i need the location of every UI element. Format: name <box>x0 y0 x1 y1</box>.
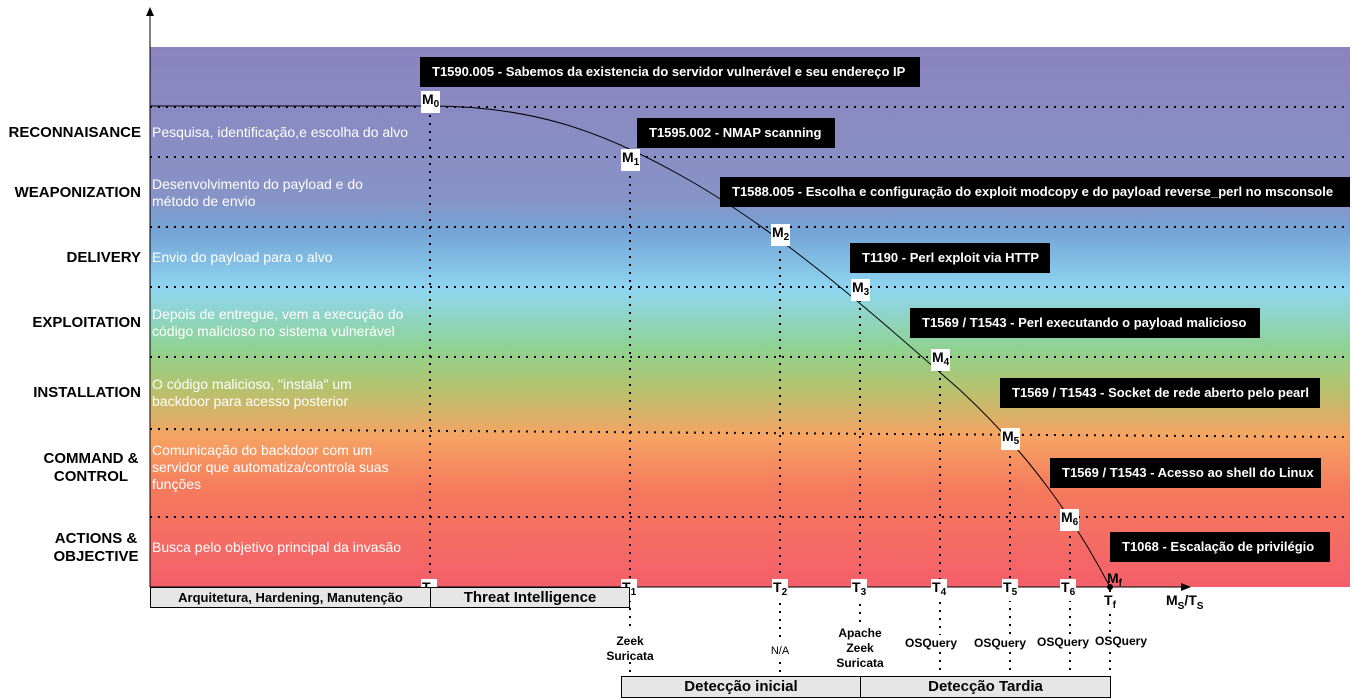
stage-label-delivery: DELIVERY <box>66 249 141 266</box>
phase-box-initial-detection: Detecção inicial <box>621 676 861 698</box>
stage-desc-weaponization: Desenvolvimento do payload e do método d… <box>152 176 363 209</box>
milestone-label-mf: Mf <box>1107 570 1123 589</box>
stage-label-reconnaissance: RECONNAISANCE <box>8 124 141 141</box>
technique-box-t1590: T1590.005 - Sabemos da existencia do ser… <box>420 57 920 87</box>
milestone-label-m6: M6 <box>1060 509 1080 531</box>
time-label-t6: T6 <box>1060 579 1077 601</box>
stage-desc-delivery: Envio do payload para o alvo <box>152 249 333 265</box>
stage-label-weaponization: WEAPONIZATION <box>14 184 141 201</box>
technique-box-t1569-socket: T1569 / T1543 - Socket de rede aberto pe… <box>1000 378 1320 408</box>
milestone-label-m4: M4 <box>931 349 951 371</box>
technique-box-t1569-perl: T1569 / T1543 - Perl executando o payloa… <box>910 308 1260 338</box>
phase-box-hardening: Arquitetura, Hardening, Manutenção <box>150 587 431 608</box>
milestone-label-m5: M5 <box>1001 428 1021 450</box>
technique-box-t1190: T1190 - Perl exploit via HTTP <box>850 243 1050 273</box>
stage-label-actions-objective: ACTIONS & OBJECTIVE <box>53 530 139 565</box>
stage-desc-command-control: Comunicação do backdoor com um servidor … <box>152 442 389 492</box>
x-axis-arrow <box>1181 583 1191 591</box>
technique-box-t1068: T1068 - Escalação de privilégio <box>1110 532 1330 562</box>
technique-box-t1595: T1595.002 - NMAP scanning <box>637 118 835 148</box>
x-axis-label: MS/TS <box>1166 592 1204 612</box>
phase-box-threat-intelligence: Threat Intelligence <box>430 587 630 608</box>
milestone-label-m0: M0 <box>421 91 441 113</box>
tool-label-t4: OSQuery <box>904 636 958 650</box>
time-label-t5: T5 <box>1002 579 1019 601</box>
tool-label-t6: OSQuery <box>1036 635 1090 649</box>
tool-label-t1: Zeek Suricata <box>606 634 654 663</box>
y-axis-arrow <box>146 7 154 16</box>
stage-desc-actions-objective: Busca pelo objetivo principal da invasão <box>152 539 402 555</box>
milestone-label-m2: M2 <box>771 224 791 246</box>
mf-point <box>1107 584 1113 590</box>
degradation-curve <box>429 105 1111 588</box>
milestone-label-m1: M1 <box>621 149 641 171</box>
tool-label-t3: Apache Zeek Suricata <box>836 626 884 670</box>
technique-box-t1588: T1588.005 - Escolha e configuração do ex… <box>720 177 1350 207</box>
stage-dividers <box>149 106 1351 518</box>
tool-label-tf: OSQuery <box>1094 634 1148 648</box>
stage-desc-exploitation: Depois de entregue, vem a execução do có… <box>152 306 404 339</box>
stage-label-exploitation: EXPLOITATION <box>32 314 141 331</box>
time-label-t3: T3 <box>851 579 868 601</box>
stage-desc-reconnaissance: Pesquisa, identificação,e escolha do alv… <box>152 124 409 140</box>
milestone-verticals <box>429 107 1111 676</box>
stage-label-installation: INSTALLATION <box>33 384 141 401</box>
tool-label-t2: N/A <box>770 645 790 657</box>
phase-box-late-detection: Detecção Tardia <box>860 676 1111 698</box>
technique-box-t1569-shell: T1569 / T1543 - Acesso ao shell do Linux <box>1050 458 1321 488</box>
time-label-t2: T2 <box>772 579 789 601</box>
milestone-label-m3: M3 <box>851 279 871 301</box>
stage-label-command-control: COMMAND & CONTROL <box>43 450 139 485</box>
stage-desc-installation: O código malicioso, "instala" um backdoo… <box>152 376 352 409</box>
time-label-t4: T4 <box>931 579 948 601</box>
tool-label-t5: OSQuery <box>973 636 1027 650</box>
time-label-tf: Tf <box>1103 592 1117 614</box>
